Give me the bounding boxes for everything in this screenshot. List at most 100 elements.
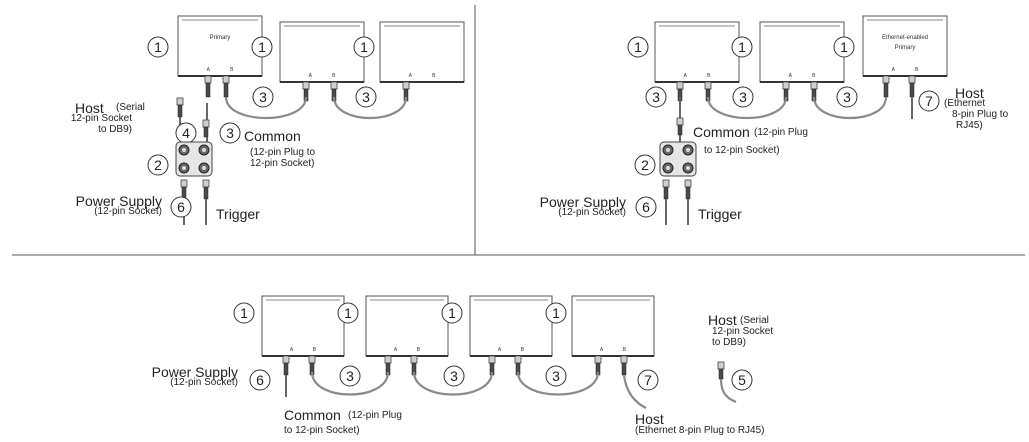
callout-circle bbox=[337, 302, 359, 324]
power-socket-label-3: (12-pin Socket) bbox=[170, 377, 238, 388]
connector-nut bbox=[684, 179, 692, 188]
callout-badge: 3 bbox=[545, 365, 567, 387]
connector-nut bbox=[308, 355, 316, 364]
callout-number: 3 bbox=[362, 89, 370, 105]
callout-circle bbox=[249, 369, 271, 391]
callout-badge: 7 bbox=[918, 90, 940, 112]
host-ethernet-label-3: Host bbox=[635, 411, 664, 427]
common-plug-label: (12-pin Plug to bbox=[250, 147, 316, 158]
callout-number: 2 bbox=[154, 157, 162, 173]
callout-badge: 1 bbox=[337, 302, 359, 324]
cable bbox=[224, 96, 308, 120]
scanner-body bbox=[469, 295, 553, 357]
callout-badge: 3 bbox=[219, 122, 241, 144]
callout-circle bbox=[251, 36, 273, 58]
port-label-b: B bbox=[812, 73, 816, 79]
callout-number: 2 bbox=[641, 157, 649, 173]
port-label-b: B bbox=[313, 347, 317, 353]
connector-nut bbox=[180, 179, 188, 188]
callout-badge: 3 bbox=[355, 86, 377, 108]
port-label-a: A bbox=[290, 347, 294, 353]
splitter-port-pin bbox=[686, 166, 690, 170]
connector-6a bbox=[882, 75, 890, 98]
common-socket-label-2: to 12-pin Socket) bbox=[704, 145, 780, 156]
cable bbox=[310, 371, 390, 396]
splitter-port-pin bbox=[686, 148, 690, 152]
connector-8a bbox=[384, 355, 392, 376]
callout-badge: 3 bbox=[252, 86, 274, 108]
scanner-label: Primary bbox=[895, 45, 916, 51]
connector-body bbox=[663, 186, 669, 200]
callout-badge: 7 bbox=[637, 369, 659, 391]
callout-circle bbox=[833, 36, 855, 58]
callout-badge: 3 bbox=[732, 86, 754, 108]
callout-circle bbox=[170, 196, 192, 218]
common-label-3: Common bbox=[284, 407, 341, 423]
connector-body bbox=[177, 104, 183, 118]
callout-badge: 6 bbox=[249, 369, 271, 391]
port-label-a: A bbox=[309, 73, 313, 79]
callout-circle bbox=[545, 302, 567, 324]
connector-body bbox=[203, 186, 209, 200]
callout-circle bbox=[219, 122, 241, 144]
callout-circle bbox=[645, 86, 667, 108]
port-label-b: B bbox=[623, 347, 627, 353]
callout-circle bbox=[545, 365, 567, 387]
splitter-port-pin bbox=[182, 148, 186, 152]
port-label-b: B bbox=[521, 347, 525, 353]
callout-circle bbox=[731, 36, 753, 58]
callout-badge: 6 bbox=[635, 196, 657, 218]
callout-number: 3 bbox=[843, 89, 851, 105]
callout-number: 3 bbox=[346, 368, 354, 384]
splitter-port-pin bbox=[182, 166, 186, 170]
host-label: Host bbox=[75, 100, 104, 116]
host-rj45-label: RJ45) bbox=[956, 120, 983, 131]
cable-host-serial bbox=[719, 378, 737, 404]
splitter bbox=[175, 141, 213, 177]
callout-circle bbox=[918, 90, 940, 112]
port-label-b: B bbox=[707, 73, 711, 79]
callout-number: 6 bbox=[642, 199, 650, 215]
connector-nut bbox=[222, 75, 230, 84]
splitter bbox=[659, 141, 697, 177]
callout-circle bbox=[355, 86, 377, 108]
port-label-a: A bbox=[409, 73, 413, 79]
connector-1a bbox=[204, 75, 212, 98]
callout-number: 3 bbox=[450, 368, 458, 384]
host-serial-label-3: Host bbox=[708, 312, 737, 328]
connector-host-serial bbox=[176, 97, 184, 118]
callout-badge: 2 bbox=[147, 154, 169, 176]
connector-nut bbox=[302, 81, 310, 90]
connector-body bbox=[205, 82, 211, 98]
callout-number: 1 bbox=[738, 39, 746, 55]
callout-circle bbox=[731, 369, 753, 391]
connector-body bbox=[685, 186, 691, 200]
callout-number: 3 bbox=[259, 89, 267, 105]
port-label-a: A bbox=[498, 347, 502, 353]
scanner-body bbox=[279, 21, 365, 83]
connector-nut bbox=[662, 179, 670, 188]
connector-nut bbox=[202, 179, 210, 188]
port-label-a: A bbox=[207, 67, 211, 73]
connector-nut bbox=[704, 81, 712, 90]
connector-nut bbox=[594, 355, 602, 364]
scanner-body bbox=[261, 295, 345, 357]
port-label-b: B bbox=[915, 67, 919, 73]
host-serial-db9-label-3: to DB9) bbox=[712, 337, 746, 348]
connector-power bbox=[180, 179, 188, 200]
connector-nut bbox=[676, 81, 684, 90]
connector-common-2 bbox=[676, 117, 684, 136]
connector-nut bbox=[620, 355, 628, 364]
connector-9a bbox=[488, 355, 496, 376]
callout-circle bbox=[634, 154, 656, 176]
callout-circle bbox=[732, 86, 754, 108]
host-ethernet-full-label: (Ethernet 8-pin Plug to RJ45) bbox=[635, 425, 765, 436]
connector-nut bbox=[330, 81, 338, 90]
connector-power-2 bbox=[662, 179, 670, 200]
connector-body bbox=[621, 362, 627, 376]
trigger-label-2: Trigger bbox=[698, 206, 742, 222]
